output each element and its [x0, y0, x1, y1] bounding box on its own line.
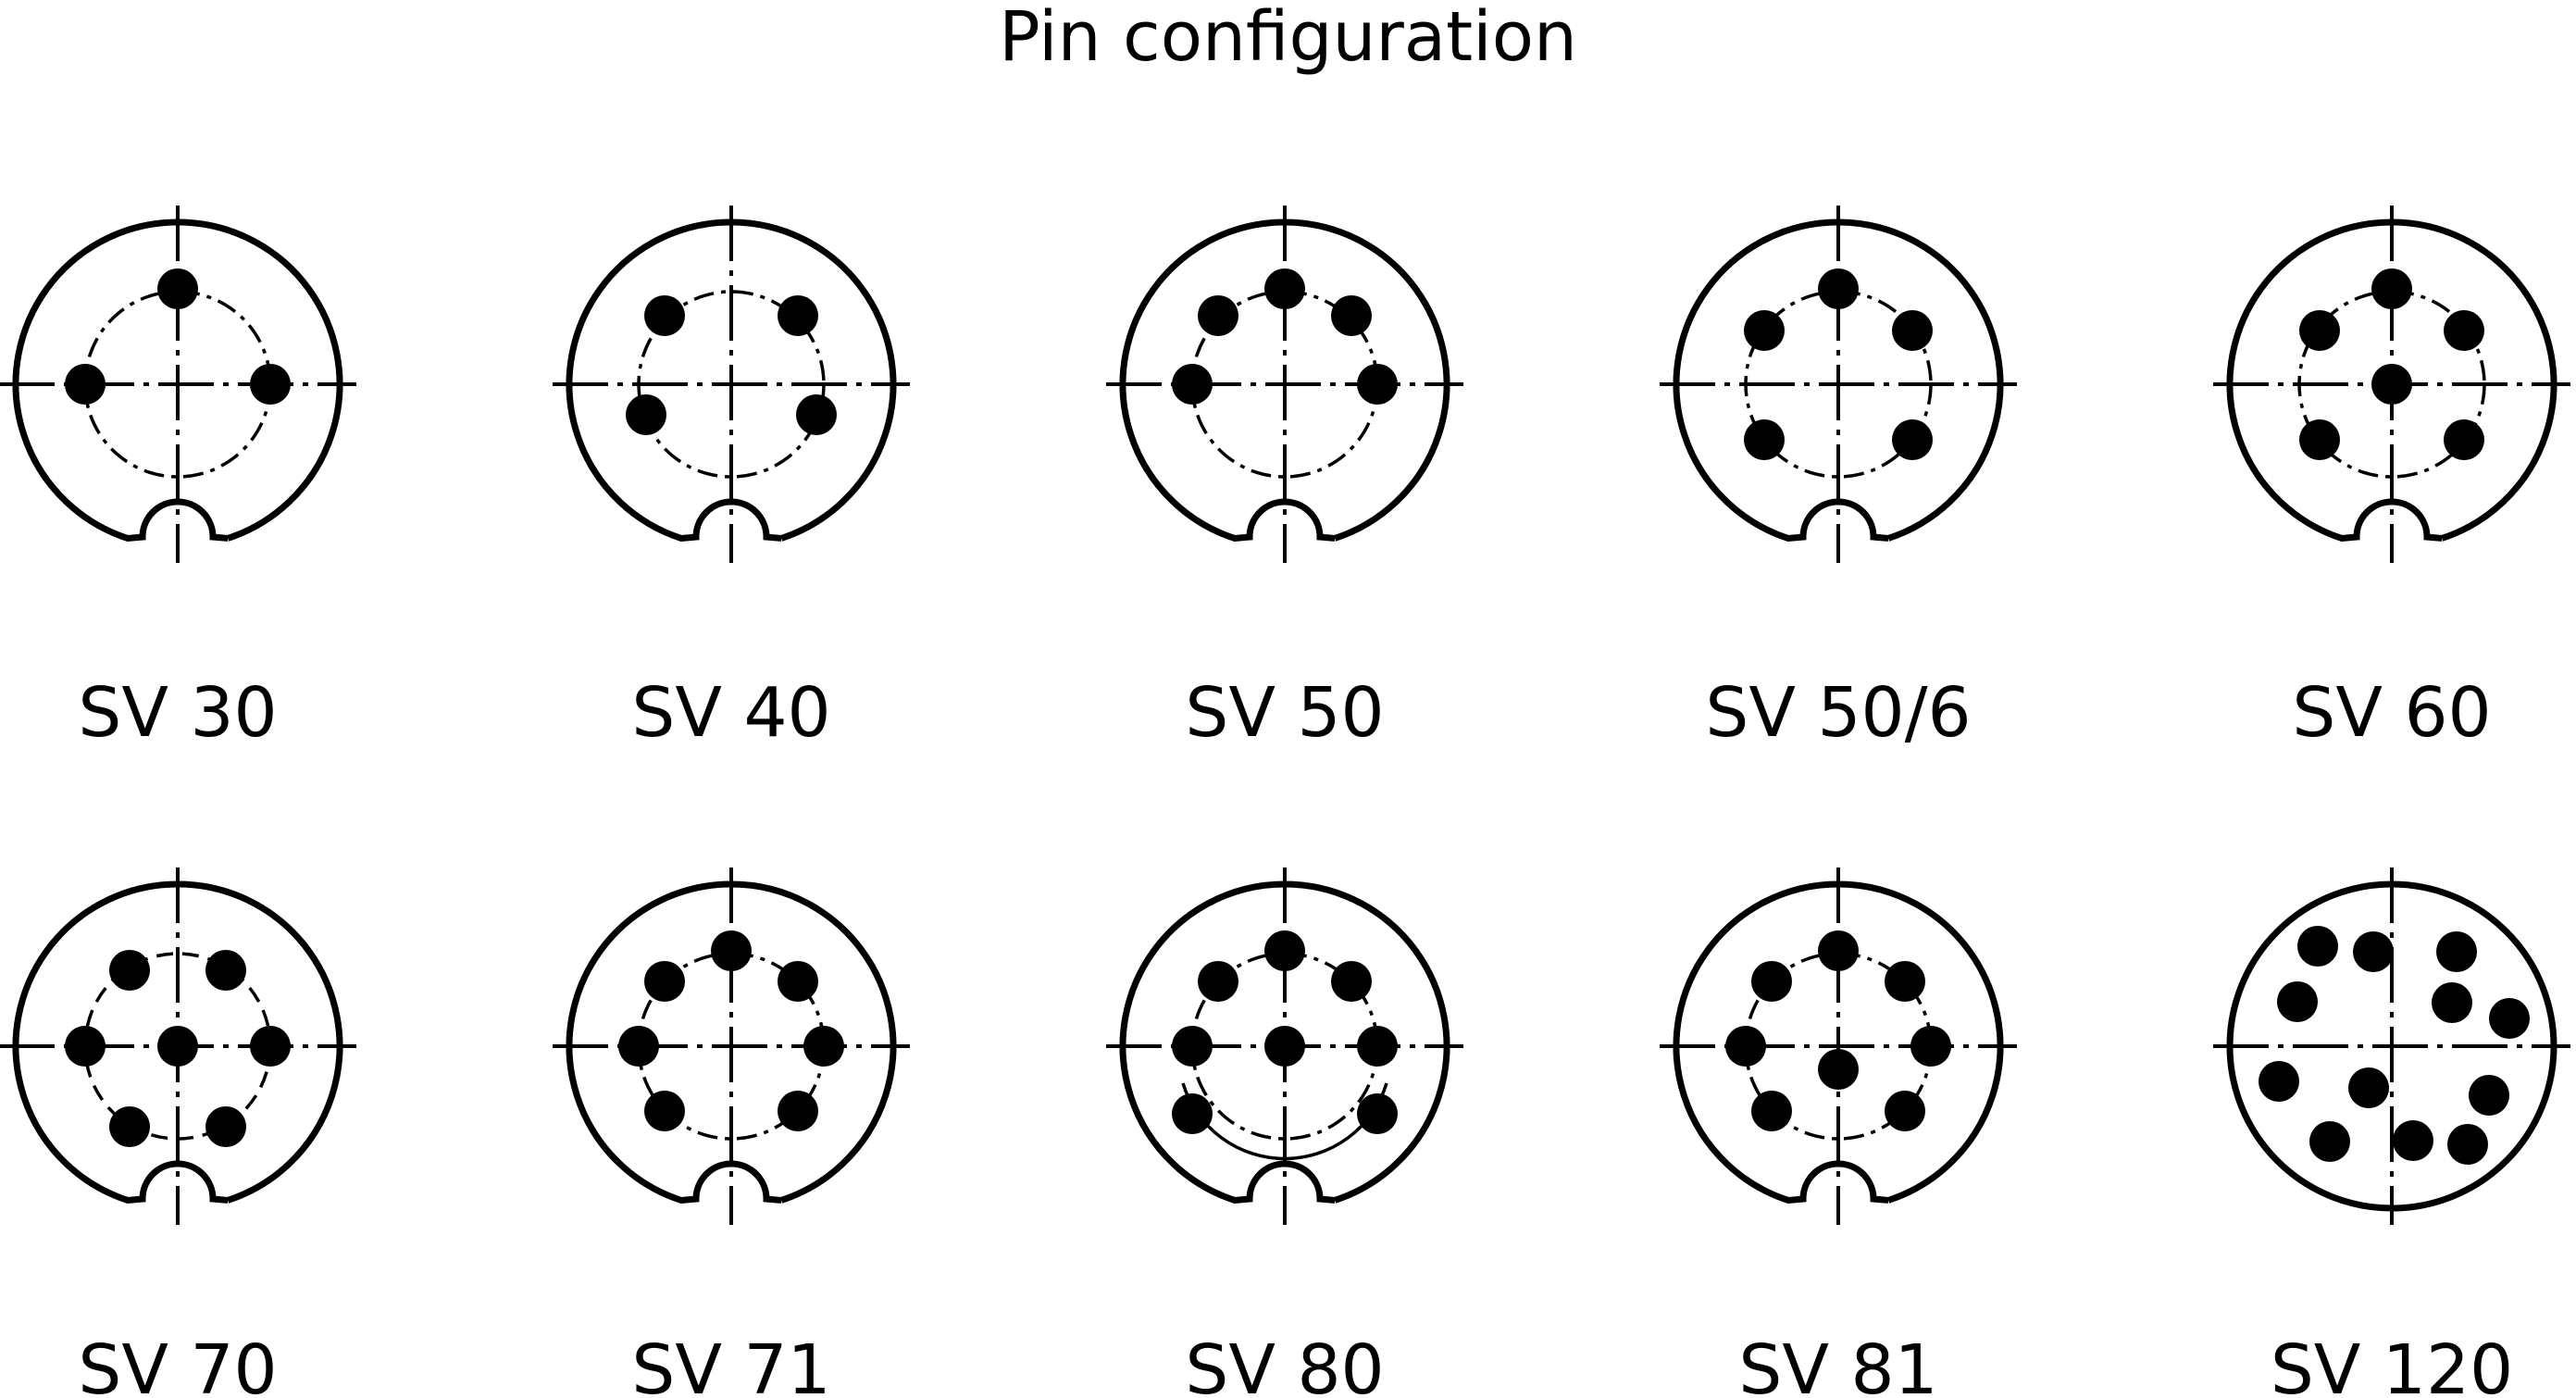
pin-dot — [1357, 364, 1398, 405]
connector-label: SV 50/6 — [1705, 673, 1971, 753]
pin-dot — [65, 364, 106, 405]
pin-dot — [2297, 926, 2338, 967]
housing-outline — [566, 880, 897, 1204]
pin-dot — [2444, 419, 2484, 460]
pin-dot — [1885, 961, 1925, 1002]
pin-dot — [1892, 419, 1933, 460]
pin-dot — [626, 394, 666, 435]
connector-label: SV 60 — [2292, 673, 2491, 753]
pin-dot — [2447, 1124, 2488, 1165]
pin-circle — [1744, 290, 1933, 479]
connector-sv-30: SV 30 — [0, 206, 356, 753]
pin-dot — [2309, 1121, 2350, 1162]
pin-dot — [1818, 1049, 1859, 1090]
pin-dot — [205, 1106, 246, 1147]
pin-dot — [2277, 981, 2318, 1022]
connector-sv-70: SV 70 — [0, 868, 356, 1398]
connector-sv-40: SV 40 — [553, 206, 910, 753]
connector-label: SV 70 — [78, 1330, 277, 1398]
pin-dot — [1357, 1093, 1398, 1134]
pin-dot — [1892, 310, 1933, 351]
connector-label: SV 50 — [1185, 673, 1384, 753]
connector-sv-80: SV 80 — [1106, 868, 1463, 1398]
pin-dot — [1725, 1026, 1766, 1067]
pin-dot — [2299, 310, 2340, 351]
pin-dot — [2371, 268, 2412, 309]
housing-outline — [1119, 218, 1450, 542]
pin-dot — [109, 950, 150, 991]
pin-dot — [1885, 1091, 1925, 1131]
pin-dot — [2299, 419, 2340, 460]
pin-circle — [637, 290, 826, 479]
pin-dot — [157, 268, 198, 309]
pin-dot — [1744, 419, 1785, 460]
pin-dot — [644, 295, 685, 336]
pin-dot — [1744, 310, 1785, 351]
connector-label: SV 80 — [1185, 1330, 1384, 1398]
pin-dot — [1331, 961, 1372, 1002]
pin-dot — [1818, 930, 1859, 971]
pin-dot — [2432, 982, 2472, 1023]
pin-dot — [1264, 1026, 1305, 1067]
pin-dot — [250, 364, 291, 405]
pin-dot — [803, 1026, 844, 1067]
pin-dot — [1751, 961, 1792, 1002]
housing-outline — [1673, 218, 2004, 542]
pin-dot — [2436, 931, 2477, 972]
pin-dot — [1357, 1026, 1398, 1067]
pin-dot — [1818, 268, 1859, 309]
pin-dot — [1198, 961, 1238, 1002]
housing-outline — [1673, 880, 2004, 1204]
pin-dot — [1172, 1093, 1213, 1134]
pin-dot — [778, 1091, 818, 1131]
pin-dot — [2353, 931, 2394, 972]
pin-dot — [2489, 998, 2530, 1039]
pin-dot — [205, 950, 246, 991]
connector-sv-120: SV 120 — [2213, 868, 2570, 1398]
connector-sv-60: SV 60 — [2213, 206, 2570, 753]
pin-dot — [711, 930, 752, 971]
pin-dot — [2393, 1120, 2433, 1161]
connector-label: SV 30 — [78, 673, 277, 753]
pin-dot — [1264, 930, 1305, 971]
pin-dot — [1172, 364, 1213, 405]
pin-dot — [1751, 1091, 1792, 1131]
pin-dot — [796, 394, 837, 435]
pin-dot — [618, 1026, 659, 1067]
page-title: Pin configuration — [999, 0, 1577, 77]
connector-sv-81: SV 81 — [1660, 868, 2017, 1398]
pin-circle — [2297, 290, 2486, 479]
connector-label: SV 40 — [631, 673, 830, 753]
pin-dot — [1910, 1026, 1951, 1067]
connector-label: SV 120 — [2271, 1330, 2513, 1398]
pin-dot — [778, 961, 818, 1002]
connector-sv-50-6: SV 50/6 — [1660, 206, 2017, 753]
connector-sv-50: SV 50 — [1106, 206, 1463, 753]
pin-dot — [2444, 310, 2484, 351]
pin-dot — [157, 1026, 198, 1067]
pin-dot — [1198, 295, 1238, 336]
pin-dot — [2371, 364, 2412, 405]
housing-outline — [1119, 880, 1450, 1204]
pin-dot — [644, 961, 685, 1002]
housing-outline — [566, 218, 897, 542]
pin-dot — [2469, 1075, 2509, 1116]
pin-dot — [1264, 268, 1305, 309]
connector-label: SV 81 — [1738, 1330, 1937, 1398]
connector-sv-71: SV 71 — [553, 868, 910, 1398]
housing-outline — [12, 880, 343, 1204]
pin-dot — [644, 1091, 685, 1131]
pin-dot — [1172, 1026, 1213, 1067]
pin-dot — [2259, 1061, 2299, 1102]
pin-dot — [1331, 295, 1372, 336]
pin-dot — [778, 295, 818, 336]
pin-dot — [65, 1026, 106, 1067]
housing-outline — [2226, 218, 2557, 542]
pin-dot — [2348, 1067, 2389, 1108]
pin-dot — [109, 1106, 150, 1147]
pin-dot — [250, 1026, 291, 1067]
connector-label: SV 71 — [631, 1330, 830, 1398]
housing-outline — [12, 218, 343, 542]
